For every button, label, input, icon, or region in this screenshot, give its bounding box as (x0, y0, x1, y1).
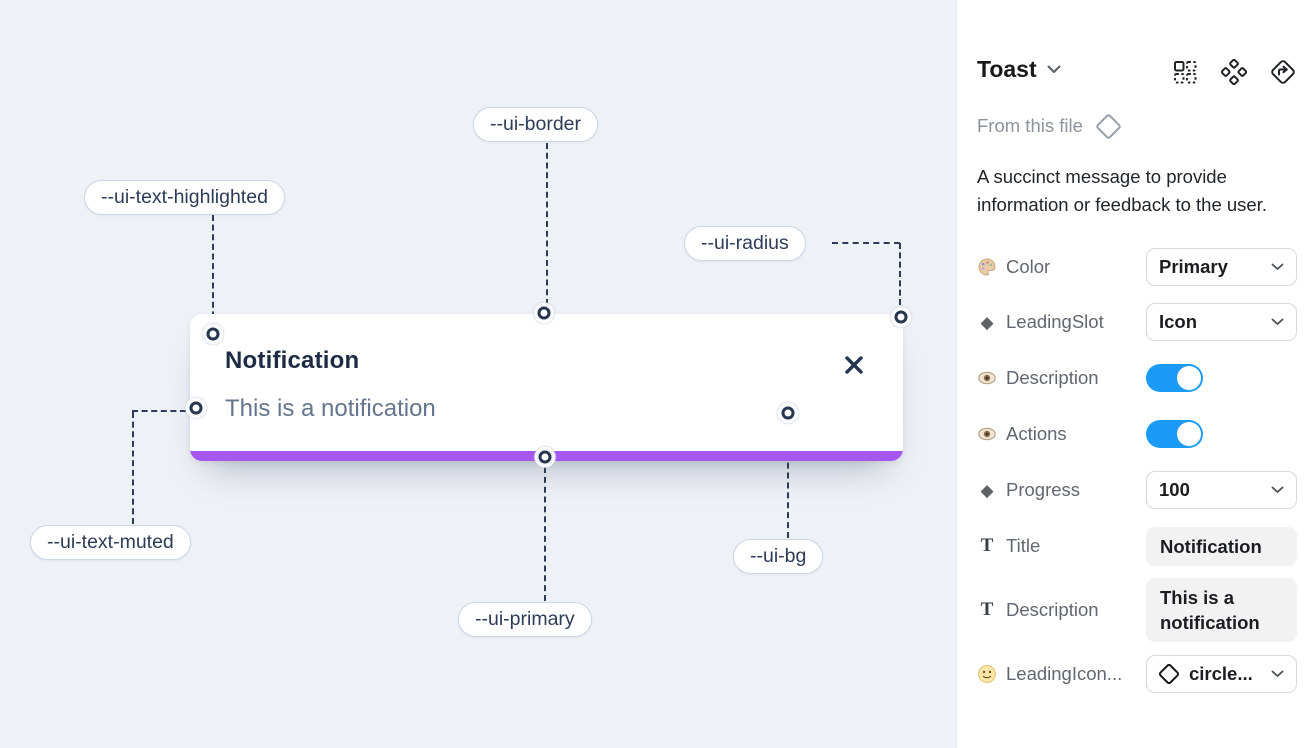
connector-border (546, 143, 548, 305)
anchor-marker-radius (894, 310, 908, 324)
anchor-marker-text-highlighted (206, 327, 220, 341)
smiley-icon (977, 664, 997, 684)
leadingicon-dropdown[interactable]: circle... (1146, 655, 1297, 693)
connector-radius-h (832, 242, 900, 244)
instance-diamond-icon (1157, 662, 1181, 686)
actions-toggle[interactable] (1146, 420, 1203, 448)
toggle-knob (1177, 366, 1201, 390)
anchor-marker-bg (781, 406, 795, 420)
title-field[interactable]: Notification (1146, 526, 1297, 566)
css-var-label-text-muted[interactable]: --ui-text-muted (30, 525, 191, 560)
color-dropdown-value: Primary (1159, 256, 1228, 277)
toggle-knob (1177, 422, 1201, 446)
prop-label-progress: Progress (1006, 479, 1081, 500)
component-diamond-icon (1094, 112, 1122, 140)
connector-text-highlighted (212, 215, 214, 327)
chevron-down-icon (1271, 486, 1284, 493)
chevron-down-icon (1271, 263, 1284, 270)
anchor-marker-border (537, 306, 551, 320)
progress-dropdown[interactable]: 100 (1146, 471, 1297, 509)
css-var-label-bg[interactable]: --ui-bg (733, 539, 824, 574)
toast-component[interactable]: Notification This is a notification (190, 314, 903, 461)
color-dropdown[interactable]: Primary (1146, 248, 1297, 286)
component-properties-icon[interactable] (1172, 59, 1198, 85)
description-field[interactable]: This is a notification (1146, 578, 1297, 642)
go-to-main-component-icon[interactable] (1270, 59, 1296, 85)
toast-description: This is a notification (225, 395, 436, 422)
connector-primary (544, 467, 546, 601)
leadingslot-dropdown[interactable]: Icon (1146, 303, 1297, 341)
prop-label-color: Color (1006, 256, 1051, 277)
description-toggle[interactable] (1146, 364, 1203, 392)
css-var-label-radius[interactable]: --ui-radius (684, 226, 806, 261)
connector-text-muted-h (132, 410, 186, 412)
anchor-marker-primary (538, 450, 552, 464)
eye-icon (977, 368, 997, 388)
properties-panel: Toast (956, 0, 1312, 748)
chevron-down-icon (1271, 670, 1284, 677)
component-set-icon[interactable] (1220, 58, 1248, 86)
prop-label-leadingslot: LeadingSlot (1006, 311, 1104, 332)
leadingicon-dropdown-value: circle... (1189, 663, 1253, 684)
prop-label-leadingicon: LeadingIcon... (1006, 663, 1123, 684)
eye-icon (977, 424, 997, 444)
css-var-label-text-highlighted[interactable]: --ui-text-highlighted (84, 180, 285, 215)
prop-label-title: Title (1006, 535, 1041, 556)
connector-text-muted-v (132, 412, 134, 524)
prop-label-description-text: Description (1006, 599, 1099, 620)
diamond-icon: ◆ (980, 480, 994, 500)
chevron-down-icon (1271, 318, 1284, 325)
text-icon: T (980, 599, 994, 620)
text-icon: T (980, 535, 994, 556)
progress-dropdown-value: 100 (1159, 479, 1190, 500)
css-var-label-primary[interactable]: --ui-primary (458, 602, 592, 637)
prop-label-description: Description (1006, 367, 1099, 388)
component-title-row[interactable]: Toast (977, 56, 1061, 83)
anchor-marker-text-muted (189, 401, 203, 415)
palette-icon (977, 257, 997, 277)
component-title: Toast (977, 56, 1037, 82)
connector-radius-v (899, 243, 901, 305)
design-canvas[interactable]: Notification This is a notification --ui… (0, 0, 956, 748)
source-label: From this file (977, 115, 1083, 136)
close-icon[interactable] (841, 352, 867, 378)
toast-title: Notification (225, 347, 360, 374)
component-description: A succinct message to provide informatio… (977, 166, 1268, 215)
prop-label-actions: Actions (1006, 423, 1067, 444)
css-var-label-border[interactable]: --ui-border (473, 107, 599, 142)
diamond-icon: ◆ (980, 312, 994, 332)
chevron-down-icon (1047, 65, 1061, 73)
leadingslot-dropdown-value: Icon (1159, 311, 1198, 332)
connector-bg (787, 423, 789, 538)
